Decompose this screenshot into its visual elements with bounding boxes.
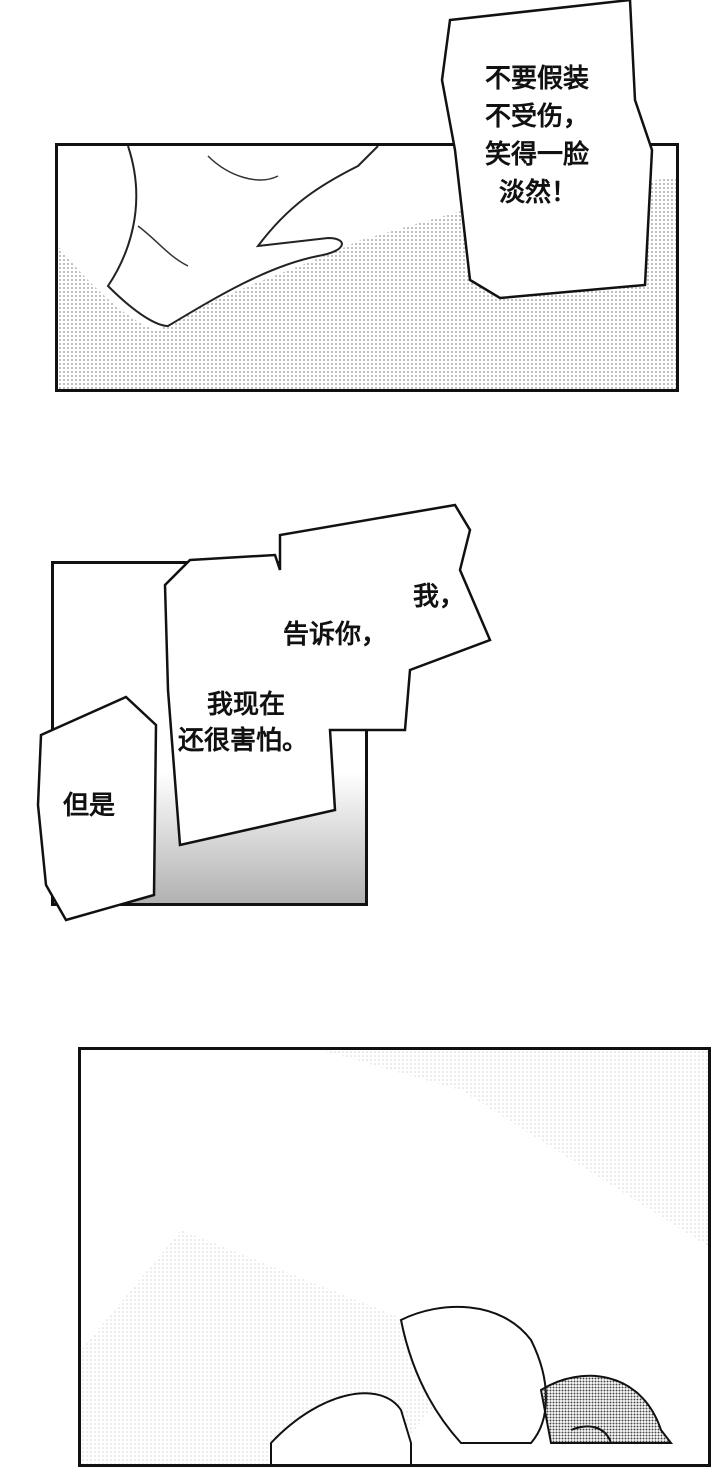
bubble-1-line: 不要假装 <box>485 64 590 94</box>
bubble-2-line: 我， <box>413 582 466 612</box>
bubble-2-line: 告诉你， <box>283 620 388 650</box>
bubble-1-line: 不受伤， <box>485 102 590 132</box>
speech-bubble-1: 不要假装 不受伤， 笑得一脸 淡然！ <box>440 0 655 300</box>
embrace-illustration <box>81 1050 708 1464</box>
speech-bubble-2: 我， 告诉你， 我现在 还很害怕。 <box>160 500 500 850</box>
bubble-1-line: 笑得一脸 <box>485 140 590 170</box>
bubble-2-line: 我现在 <box>207 690 286 720</box>
panel-embrace <box>78 1047 711 1467</box>
bubble-3-text: 但是 <box>63 791 116 821</box>
bubble-1-line: 淡然！ <box>499 178 578 208</box>
speech-bubble-3: 但是 <box>36 695 161 923</box>
bubble-2-line: 还很害怕。 <box>178 726 309 756</box>
